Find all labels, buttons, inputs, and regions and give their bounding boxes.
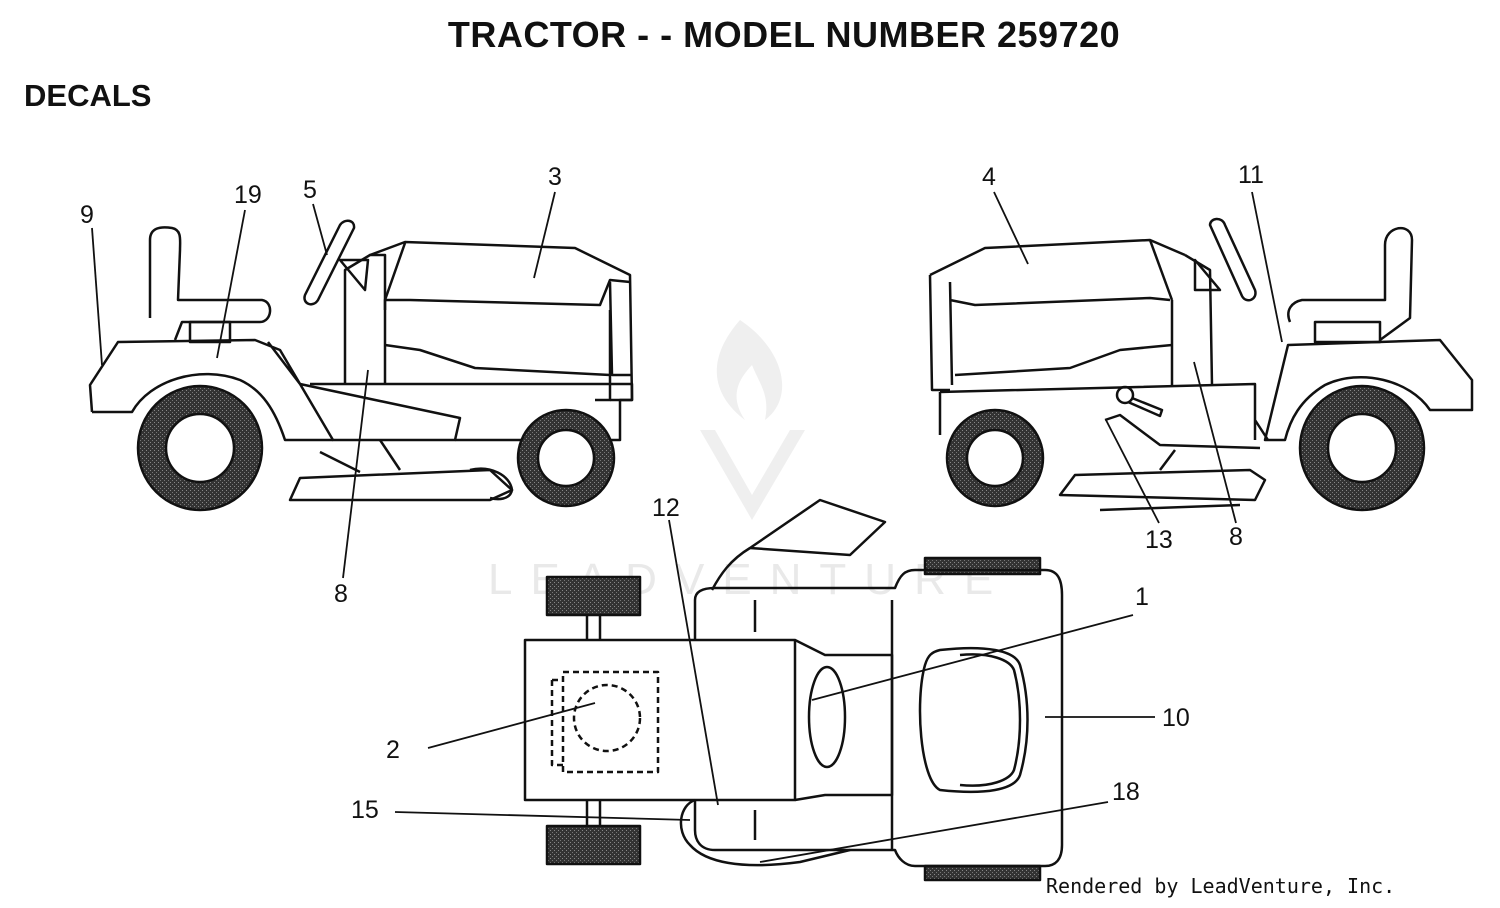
left-mower-deck — [288, 468, 514, 502]
callout-12: 12 — [652, 494, 680, 522]
callout-15: 15 — [351, 796, 379, 824]
callout-11: 11 — [1238, 161, 1264, 189]
callout-4: 4 — [982, 163, 996, 191]
left-steering-wheel — [303, 219, 356, 306]
left-hood — [369, 240, 634, 402]
right-rear-fender — [1263, 338, 1474, 442]
left-side-view — [88, 219, 634, 512]
left-seat — [148, 226, 272, 341]
right-hood — [929, 238, 1186, 277]
left-callout-leaders — [91, 191, 556, 579]
page-title: TRACTOR - - MODEL NUMBER 259720 — [447, 14, 1121, 55]
callout-1: 1 — [1135, 583, 1149, 611]
right-mower-deck — [1058, 468, 1267, 502]
callout-13: 13 — [1145, 526, 1173, 554]
top-rear-left-tire — [545, 575, 642, 617]
watermark-logo-icon — [700, 320, 805, 520]
callout-5: 5 — [303, 176, 317, 204]
right-side-view — [928, 217, 1474, 512]
right-seat — [1287, 226, 1414, 342]
callout-8-left: 8 — [334, 580, 348, 608]
top-outer-body — [693, 568, 1064, 868]
callout-3: 3 — [548, 163, 562, 191]
callout-18: 18 — [1112, 778, 1140, 806]
credit-line: Rendered by LeadVenture, Inc. — [1046, 874, 1396, 898]
right-callout-leaders — [993, 191, 1283, 524]
callout-19: 19 — [234, 181, 262, 209]
callout-2: 2 — [386, 736, 400, 764]
top-front-left-tire — [923, 556, 1042, 576]
top-view — [523, 498, 1064, 882]
top-hood-oval — [918, 646, 1029, 794]
top-front-right-tire — [923, 864, 1042, 882]
callout-9: 9 — [80, 201, 94, 229]
top-callout-leaders — [394, 519, 1155, 863]
section-title: DECALS — [24, 78, 152, 113]
right-steering-wheel — [1208, 217, 1257, 302]
callout-10: 10 — [1162, 704, 1190, 732]
left-rear-fender — [88, 338, 462, 442]
top-rear-right-tire — [545, 824, 642, 866]
top-seat — [748, 498, 887, 557]
top-rear-body — [523, 638, 797, 802]
callout-8-right: 8 — [1229, 523, 1243, 551]
